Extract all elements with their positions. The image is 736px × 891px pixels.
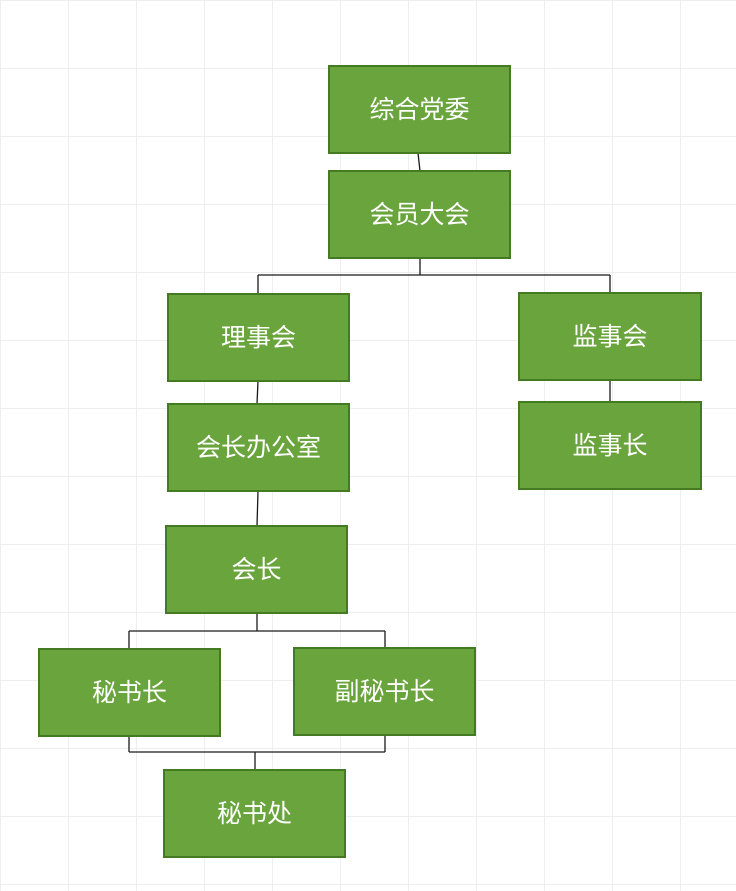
node-label: 理事会 (221, 323, 296, 352)
node-box (518, 401, 702, 490)
node-label: 副秘书长 (334, 677, 434, 706)
node-label: 监事长 (572, 431, 647, 460)
node-label: 秘书长 (92, 678, 167, 707)
node-label: 监事会 (572, 322, 647, 351)
node-party-committee: 综合党委 (328, 65, 511, 154)
node-deputy-secretary-general: 副秘书长 (293, 647, 476, 736)
connector-office-to-president (256, 490, 259, 527)
node-label: 秘书处 (217, 799, 292, 828)
node-box (293, 647, 476, 736)
connectors (128, 152, 611, 770)
node-box (328, 65, 511, 154)
node-box (328, 170, 511, 259)
node-box (167, 403, 350, 492)
node-chief-supervisor: 监事长 (518, 401, 702, 490)
node-council: 理事会 (167, 293, 350, 382)
connector-president-to-secretaries (128, 613, 386, 649)
connector-assembly-to-branches (257, 258, 611, 294)
node-box (163, 769, 346, 858)
node-secretariat: 秘书处 (163, 769, 346, 858)
node-label: 会员大会 (369, 200, 469, 229)
node-president: 会长 (165, 525, 348, 614)
connector-secretaries-to-secretariat (128, 735, 386, 770)
node-general-assembly: 会员大会 (328, 170, 511, 259)
node-supervisory-board: 监事会 (518, 292, 702, 381)
node-box (167, 293, 350, 382)
node-president-office: 会长办公室 (167, 403, 350, 492)
node-label: 会长 (231, 555, 281, 584)
node-box (38, 648, 221, 737)
connector-council-to-office (256, 380, 259, 405)
node-label: 会长办公室 (196, 433, 321, 462)
node-box (165, 525, 348, 614)
node-secretary-general: 秘书长 (38, 648, 221, 737)
connector-party-to-assembly (417, 152, 421, 172)
node-label: 综合党委 (369, 95, 469, 124)
node-box (518, 292, 702, 381)
